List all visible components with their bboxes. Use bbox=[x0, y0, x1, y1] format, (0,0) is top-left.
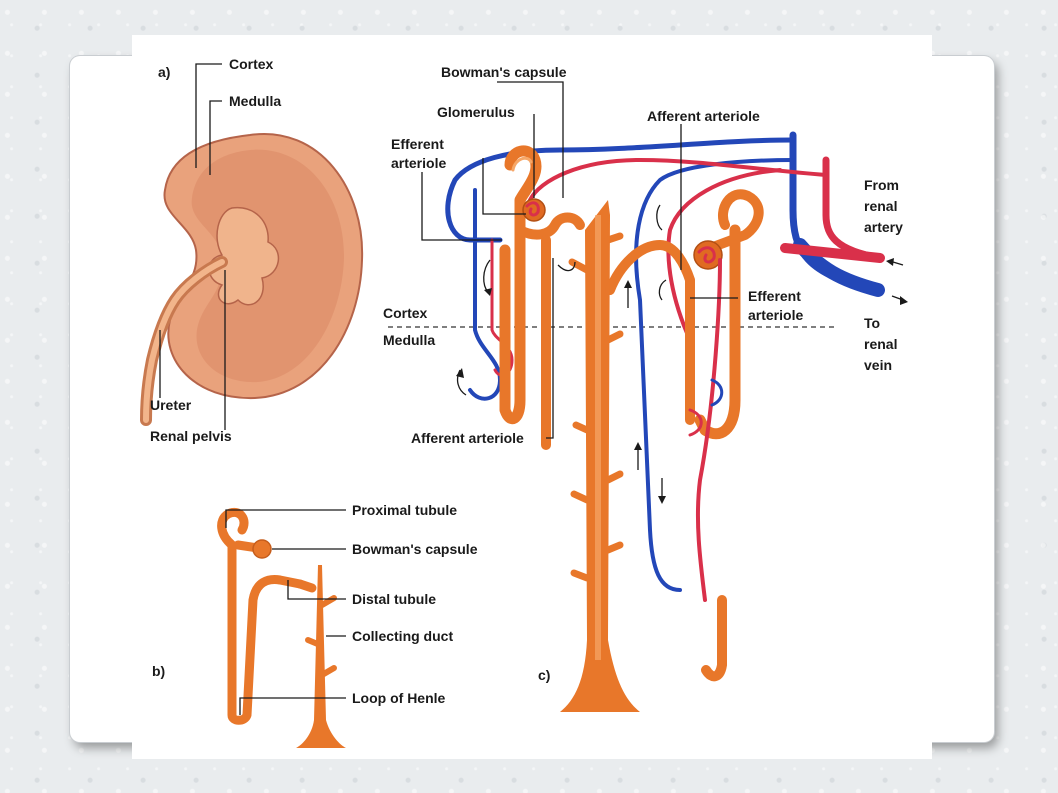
label-efferent-arteriole-left-2: arteriole bbox=[391, 155, 446, 171]
label-to-renal-vein-1: To bbox=[864, 315, 880, 331]
label-medulla-c: Medulla bbox=[383, 332, 435, 348]
label-efferent-arteriole-left-1: Efferent bbox=[391, 136, 444, 152]
label-efferent-arteriole-right-1: Efferent bbox=[748, 288, 801, 304]
label-bowmans-capsule-c: Bowman's capsule bbox=[441, 64, 567, 80]
label-ureter: Ureter bbox=[150, 397, 192, 413]
label-bowmans-capsule-b: Bowman's capsule bbox=[352, 541, 478, 557]
label-proximal-tubule: Proximal tubule bbox=[352, 502, 457, 518]
label-from-renal-artery-2: renal bbox=[864, 198, 897, 214]
duct-branches bbox=[568, 232, 624, 582]
label-distal-tubule: Distal tubule bbox=[352, 591, 436, 607]
nephron-tubule-right bbox=[605, 189, 764, 682]
renal-vessels bbox=[445, 131, 885, 592]
label-from-renal-artery-3: artery bbox=[864, 219, 903, 235]
label-loop-of-henle: Loop of Henle bbox=[352, 690, 446, 706]
kidney-illustration bbox=[140, 132, 364, 426]
panel-a-leaders bbox=[159, 63, 226, 430]
panel-c-leaders bbox=[421, 81, 738, 439]
label-afferent-arteriole-bottom: Afferent arteriole bbox=[411, 430, 524, 446]
flow-arrows bbox=[456, 204, 908, 504]
label-cortex-c: Cortex bbox=[383, 305, 428, 321]
label-renal-pelvis: Renal pelvis bbox=[150, 428, 232, 444]
simple-nephron bbox=[217, 508, 346, 748]
label-from-renal-artery-1: From bbox=[864, 177, 899, 193]
label-glomerulus: Glomerulus bbox=[437, 104, 515, 120]
panel-b-tag: b) bbox=[152, 663, 165, 679]
label-cortex-a: Cortex bbox=[229, 56, 274, 72]
label-to-renal-vein-3: vein bbox=[864, 357, 892, 373]
collecting-duct bbox=[560, 200, 640, 712]
label-afferent-arteriole-top: Afferent arteriole bbox=[647, 108, 760, 124]
nephron-tubule-left bbox=[499, 145, 585, 450]
label-to-renal-vein-2: renal bbox=[864, 336, 897, 352]
panel-a-tag: a) bbox=[158, 64, 170, 80]
label-medulla-a: Medulla bbox=[229, 93, 281, 109]
label-efferent-arteriole-right-2: arteriole bbox=[748, 307, 803, 323]
label-collecting-duct: Collecting duct bbox=[352, 628, 453, 644]
panel-b-leaders bbox=[225, 509, 346, 715]
panel-c-tag: c) bbox=[538, 667, 550, 683]
